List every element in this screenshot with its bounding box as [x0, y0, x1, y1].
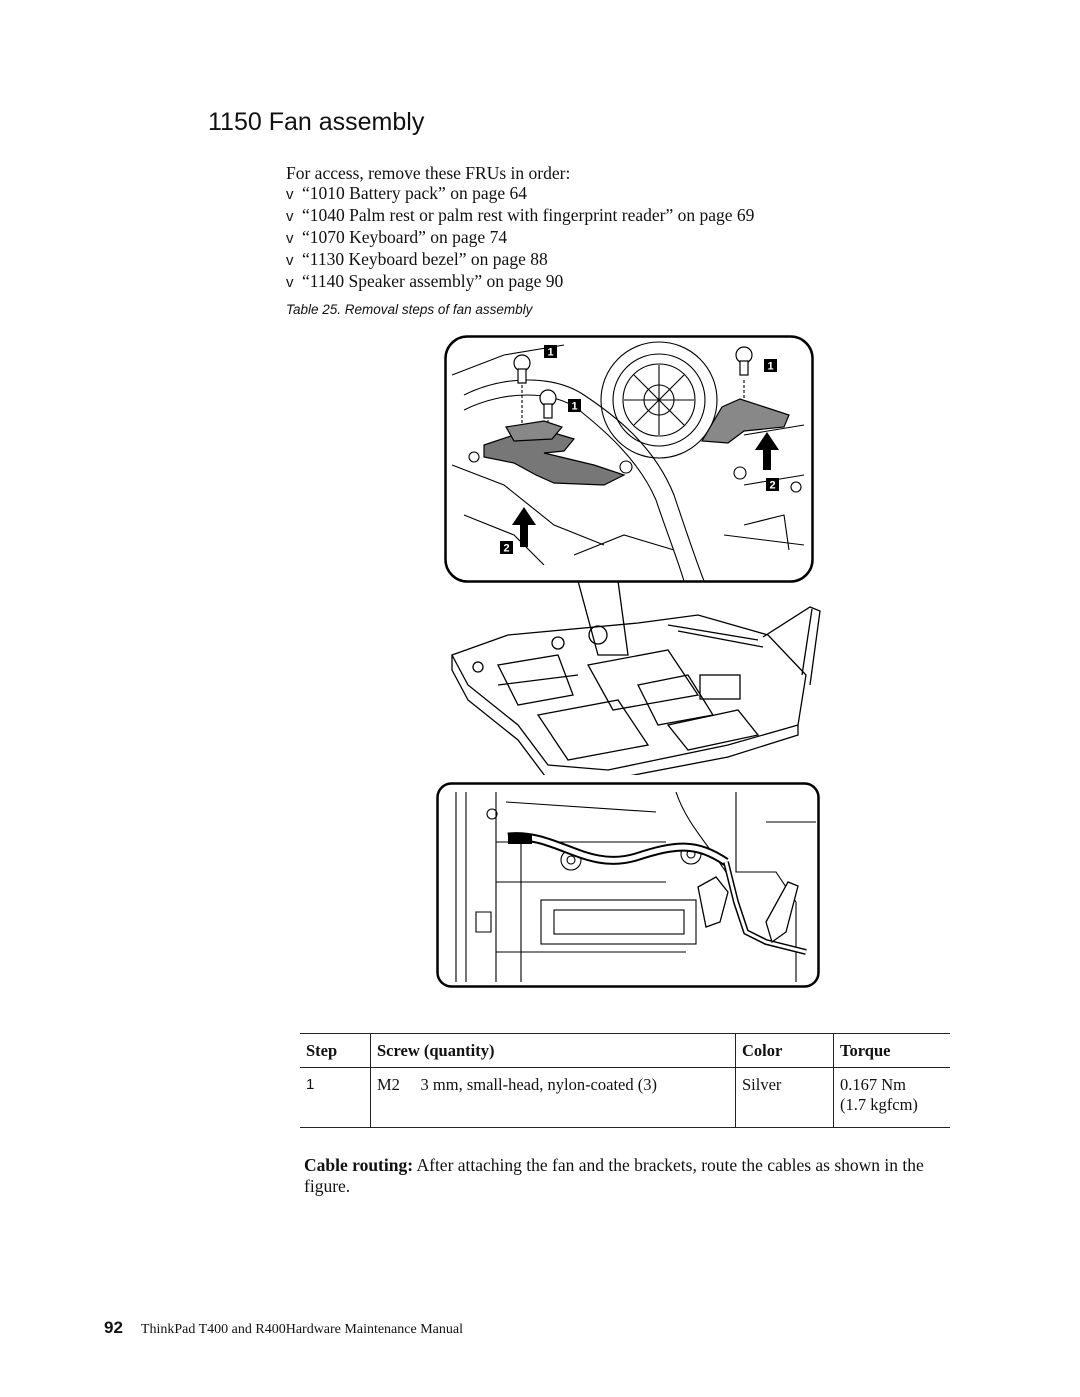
intro-text: For access, remove these FRUs in order: [286, 163, 571, 183]
manual-title: ThinkPad T400 and R400Hardware Maintenan… [140, 1322, 463, 1337]
bullet-icon: v [286, 186, 294, 203]
fru-link[interactable]: “1010 Battery pack” on page 64 [302, 183, 527, 203]
cell-step: 1 [300, 1067, 371, 1128]
removal-steps-table: Step Screw (quantity) Color Torque 1 M2 … [300, 1033, 950, 1128]
callout-1: 1 [767, 361, 773, 373]
cell-color: Silver [735, 1067, 834, 1128]
page-heading: 1150 Fan assembly [208, 108, 425, 136]
table-caption: Table 25. Removal steps of fan assembly [286, 302, 533, 317]
bullet-icon: v [286, 252, 294, 269]
page-footer: 92 ThinkPad T400 and R400Hardware Mainte… [104, 1318, 463, 1338]
fru-link[interactable]: “1040 Palm rest or palm rest with finger… [302, 205, 755, 225]
callout-1: 1 [547, 347, 553, 359]
fru-link[interactable]: “1070 Keyboard” on page 74 [302, 227, 508, 247]
header-screw-quantity: Screw (quantity) [370, 1033, 736, 1068]
bullet-icon: v [286, 274, 294, 291]
torque-kgfcm: (1.7 kgfcm) [840, 1095, 918, 1114]
fru-link[interactable]: “1130 Keyboard bezel” on page 88 [302, 249, 548, 269]
fru-list: v “1010 Battery pack” on page 64 v “1040 P… [286, 183, 754, 293]
header-step: Step [300, 1033, 371, 1068]
torque-nm: 0.167 Nm [840, 1075, 906, 1094]
cable-routing-note: Cable routing: After attaching the fan a… [304, 1155, 924, 1197]
fru-list-item: v “1130 Keyboard bezel” on page 88 [286, 249, 754, 271]
fru-list-item: v “1070 Keyboard” on page 74 [286, 227, 754, 249]
bullet-icon: v [286, 208, 294, 225]
cell-torque: 0.167 Nm (1.7 kgfcm) [833, 1067, 950, 1128]
cable-routing-label: Cable routing: [304, 1155, 414, 1175]
bullet-icon: v [286, 230, 294, 247]
laptop-base-illustration [451, 580, 821, 775]
callout-1: 1 [571, 401, 577, 413]
header-color: Color [735, 1033, 834, 1068]
cable-routing-text: After attaching the fan and the brackets… [304, 1155, 924, 1196]
page-number: 92 [104, 1318, 123, 1337]
callout-2: 2 [503, 543, 509, 555]
fru-list-item: v “1140 Speaker assembly” on page 90 [286, 271, 754, 293]
fru-list-item: v “1040 Palm rest or palm rest with finge… [286, 205, 754, 227]
fru-list-item: v “1010 Battery pack” on page 64 [286, 183, 754, 205]
fan-detail-illustration: 1 1 1 2 2 [444, 335, 814, 583]
table-header-row: Step Screw (quantity) Color Torque [300, 1033, 950, 1068]
cell-screw: M2 3 mm, small-head, nylon-coated (3) [370, 1067, 736, 1128]
fru-link[interactable]: “1140 Speaker assembly” on page 90 [302, 271, 564, 291]
table-row: 1 M2 3 mm, small-head, nylon-coated (3) … [300, 1067, 950, 1128]
header-torque: Torque [833, 1033, 950, 1068]
cable-routing-illustration [436, 782, 820, 988]
callout-2: 2 [769, 480, 775, 492]
